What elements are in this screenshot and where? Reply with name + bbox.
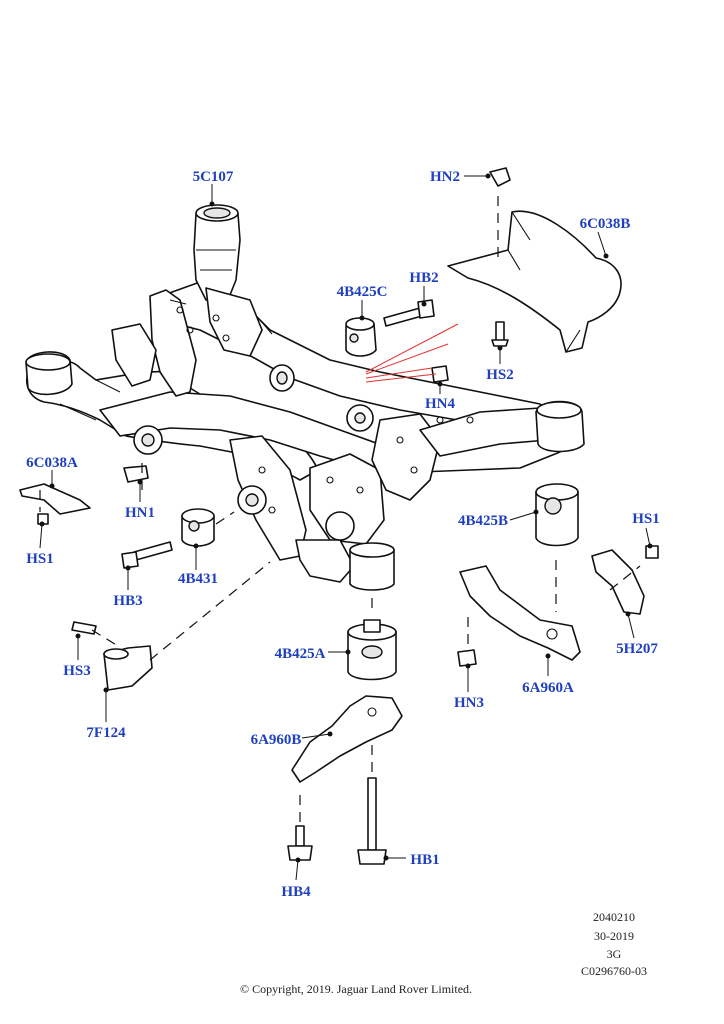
callout-6C038B: 6C038B [580, 216, 631, 232]
callout-HB1: HB1 [410, 852, 439, 868]
callout-5H207: 5H207 [616, 641, 658, 657]
rear-subframe [25, 204, 585, 591]
nut-HN4 [431, 365, 449, 383]
callout-HN3: HN3 [454, 695, 484, 711]
callout-6A960A: 6A960A [522, 680, 574, 696]
bolt-HB1 [357, 777, 387, 865]
guide-lines [365, 323, 459, 383]
bush-4B431 [181, 508, 215, 547]
callout-6A960B: 6A960B [251, 732, 302, 748]
copyright-notice: © Copyright, 2019. Jaguar Land Rover Lim… [240, 982, 472, 996]
callout-4B431: 4B431 [178, 571, 218, 587]
stamp-line-3: 3G [607, 947, 622, 961]
bracket-6A960A [459, 565, 581, 661]
stamp-line-2: 30-2019 [594, 929, 634, 943]
clip-HN1 [123, 465, 149, 483]
callout-6C038A: 6C038A [26, 455, 78, 471]
nut-HN3 [457, 649, 477, 667]
stamp-line-1: 2040210 [593, 910, 635, 924]
bolt-HB3 [121, 541, 173, 569]
callout-HS1-left: HS1 [26, 551, 54, 567]
callout-4B425B: 4B425B [458, 513, 508, 529]
bolt-HB2 [383, 299, 435, 327]
stud-HS1-left [37, 513, 49, 525]
callout-HN4: HN4 [425, 396, 456, 412]
callout-7F124: 7F124 [86, 725, 126, 741]
mount-4B425A [347, 619, 397, 681]
callout-HB2: HB2 [409, 270, 438, 286]
callout-4B425A: 4B425A [275, 646, 326, 662]
assembly-guides [39, 196, 641, 822]
callout-4B425C: 4B425C [337, 284, 388, 300]
bush-4B425B [535, 483, 579, 547]
stamp-line-4: C0296760-03 [581, 964, 647, 978]
callout-HN2: HN2 [430, 169, 460, 185]
bracket-6C038A [19, 483, 91, 515]
stud-HS1-right [645, 545, 659, 559]
stud-HS3 [71, 621, 97, 635]
drawing-stamp: 2040210 30-2019 3G C0296760-03 [581, 910, 647, 978]
bracket-6A960B [291, 695, 403, 783]
callout-HS1-right: HS1 [632, 511, 660, 527]
callout-HN1: HN1 [125, 505, 155, 521]
nut-HN2 [489, 167, 511, 187]
callout-labels: 5C107 HN2 6C038B 4B425C HB2 HS2 HN4 6C03… [26, 169, 660, 900]
bush-4B425C [345, 317, 377, 357]
stud-HS2 [491, 321, 509, 347]
heat-shield-6C038B [447, 210, 622, 353]
callout-HB3: HB3 [113, 593, 142, 609]
callout-5C107: 5C107 [193, 169, 234, 185]
bracket-5H207 [591, 549, 645, 615]
callout-HS3: HS3 [63, 663, 91, 679]
leader-lines [39, 173, 653, 881]
bolt-HB4 [287, 825, 313, 861]
callout-HS2: HS2 [486, 367, 514, 383]
callout-HB4: HB4 [281, 884, 311, 900]
